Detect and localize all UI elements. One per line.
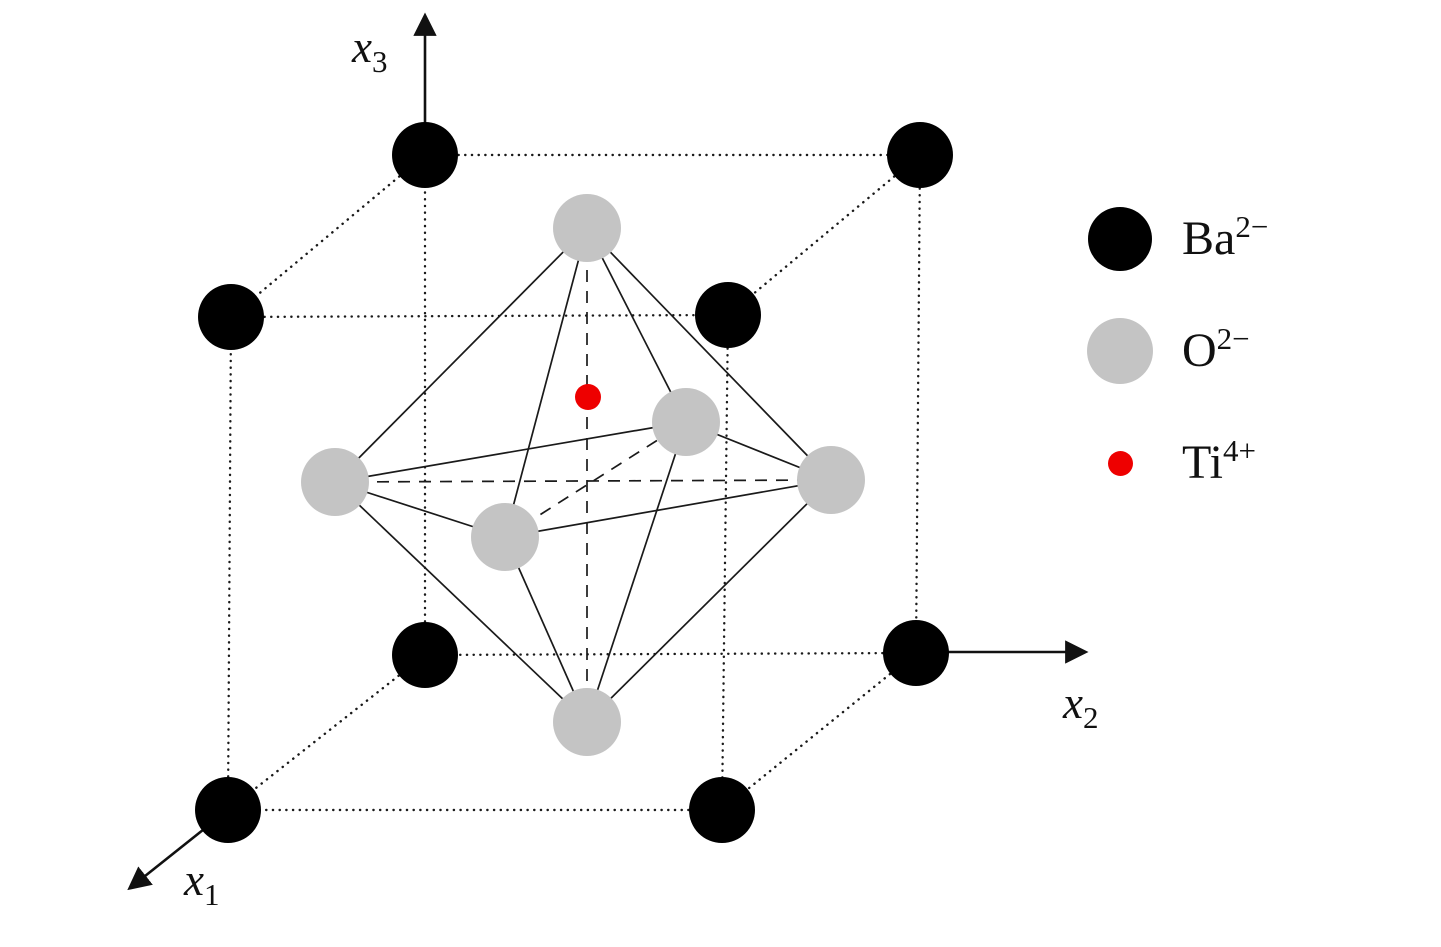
ti-legend-swatch <box>1107 450 1133 476</box>
cube-edges <box>226 153 922 812</box>
axis-label-x2: x2 <box>1062 678 1098 735</box>
ba-bottom-front-left-atom <box>195 777 261 843</box>
ba-charge: 2− <box>1235 209 1269 244</box>
o-bottom-face-atom <box>553 688 621 756</box>
ti-charge: 4+ <box>1222 433 1256 468</box>
octahedron-hidden-edges <box>334 228 832 722</box>
octahedron-edge <box>334 421 687 483</box>
legend-label-o: O2− <box>1182 323 1250 377</box>
cube-edge <box>423 651 918 657</box>
o-front-face-atom <box>471 503 539 571</box>
o-legend-swatch <box>1087 318 1153 384</box>
cube-edge <box>229 313 730 319</box>
octahedron-internal-edge <box>504 421 687 538</box>
ba-bottom-back-left-atom <box>392 622 458 688</box>
legend-label-ba: Ba2− <box>1182 211 1268 265</box>
legend-item-o: O2− <box>1086 318 1268 384</box>
o-symbol: O <box>1182 324 1217 377</box>
ba-top-front-left-atom <box>198 284 264 350</box>
axes: x3 x2 x1 <box>127 12 1098 912</box>
legend-item-ba: Ba2− <box>1086 206 1268 272</box>
ba-legend-swatch <box>1088 207 1152 271</box>
atoms <box>195 122 953 843</box>
o-swatch-box <box>1086 318 1154 384</box>
ti-center-atom <box>575 384 601 410</box>
octahedron-edge <box>334 481 588 723</box>
axis-label-x1: x1 <box>183 855 219 912</box>
octahedron-edge <box>586 227 832 481</box>
octahedron-edge <box>504 479 832 538</box>
ba-bottom-front-right-atom <box>689 777 755 843</box>
legend-item-ti: Ti4+ <box>1086 430 1268 496</box>
ti-swatch-box <box>1086 450 1154 476</box>
octahedron-edge <box>586 479 832 723</box>
ba-top-front-right-atom <box>695 282 761 348</box>
ba-symbol: Ba <box>1182 212 1236 265</box>
cube-edge <box>720 313 730 812</box>
ti-symbol: Ti <box>1182 436 1223 489</box>
octahedron-edge <box>586 421 687 723</box>
o-charge: 2− <box>1216 321 1250 356</box>
ba-top-back-right-atom <box>887 122 953 188</box>
cube-edge <box>229 153 427 319</box>
cube-edge <box>720 651 918 812</box>
o-top-face-atom <box>553 194 621 262</box>
cube-edge <box>914 153 922 655</box>
ba-top-back-left-atom <box>392 122 458 188</box>
octahedron-edge <box>586 227 687 423</box>
axis-label-x3: x3 <box>351 22 387 79</box>
cube-edge <box>726 153 922 317</box>
ba-bottom-back-right-atom <box>883 620 949 686</box>
legend: Ba2− O2− Ti4+ <box>1086 206 1268 496</box>
legend-label-ti: Ti4+ <box>1182 435 1256 489</box>
o-left-face-atom <box>301 448 369 516</box>
o-right-face-atom <box>797 446 865 514</box>
octahedron-edge <box>504 227 588 538</box>
cube-edge <box>226 315 233 812</box>
octahedron-internal-edge <box>334 479 832 483</box>
cube-edge <box>226 653 427 812</box>
o-back-face-atom <box>652 388 720 456</box>
ba-swatch-box <box>1086 207 1154 271</box>
octahedron-edge <box>334 227 588 483</box>
